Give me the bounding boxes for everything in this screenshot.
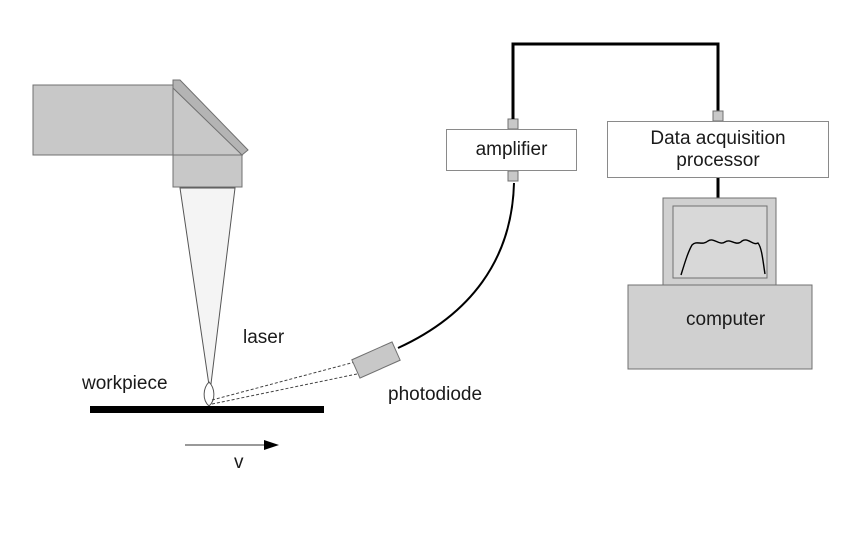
- monitor: [662, 197, 777, 286]
- velocity-arrow: [185, 440, 279, 450]
- laser-beam: [179, 187, 236, 393]
- daq-top-connector: [712, 110, 724, 122]
- workpiece-label: workpiece: [82, 373, 168, 394]
- melt-spot: [203, 381, 215, 407]
- amplifier-label: amplifier: [475, 139, 548, 161]
- amplifier-box: amplifier: [446, 129, 577, 171]
- workpiece-plate: [90, 406, 324, 413]
- computer-label: computer: [686, 309, 766, 330]
- daq-processor-box: Data acquisition processor: [607, 121, 829, 178]
- velocity-label: v: [234, 452, 244, 473]
- daq-label-line2: processor: [676, 149, 760, 171]
- laser-head-mirror: [172, 79, 249, 156]
- cable-amplifier-daq: [511, 42, 720, 119]
- amplifier-bottom-connector: [507, 170, 519, 182]
- cable-photodiode-amplifier: [397, 182, 515, 349]
- photodiode-sight-lines: [211, 361, 358, 405]
- photodiode-label: photodiode: [388, 384, 483, 405]
- laser-label: laser: [243, 327, 285, 348]
- signal-trace: [680, 239, 766, 276]
- laser-head: [32, 79, 249, 188]
- laser-head-nozzle: [172, 154, 243, 188]
- daq-label-line1: Data acquisition: [650, 127, 786, 149]
- photodiode-sensor: [351, 341, 401, 379]
- laser-head-arm: [32, 84, 174, 156]
- amplifier-top-connector: [507, 118, 519, 130]
- computer-body: [627, 284, 813, 370]
